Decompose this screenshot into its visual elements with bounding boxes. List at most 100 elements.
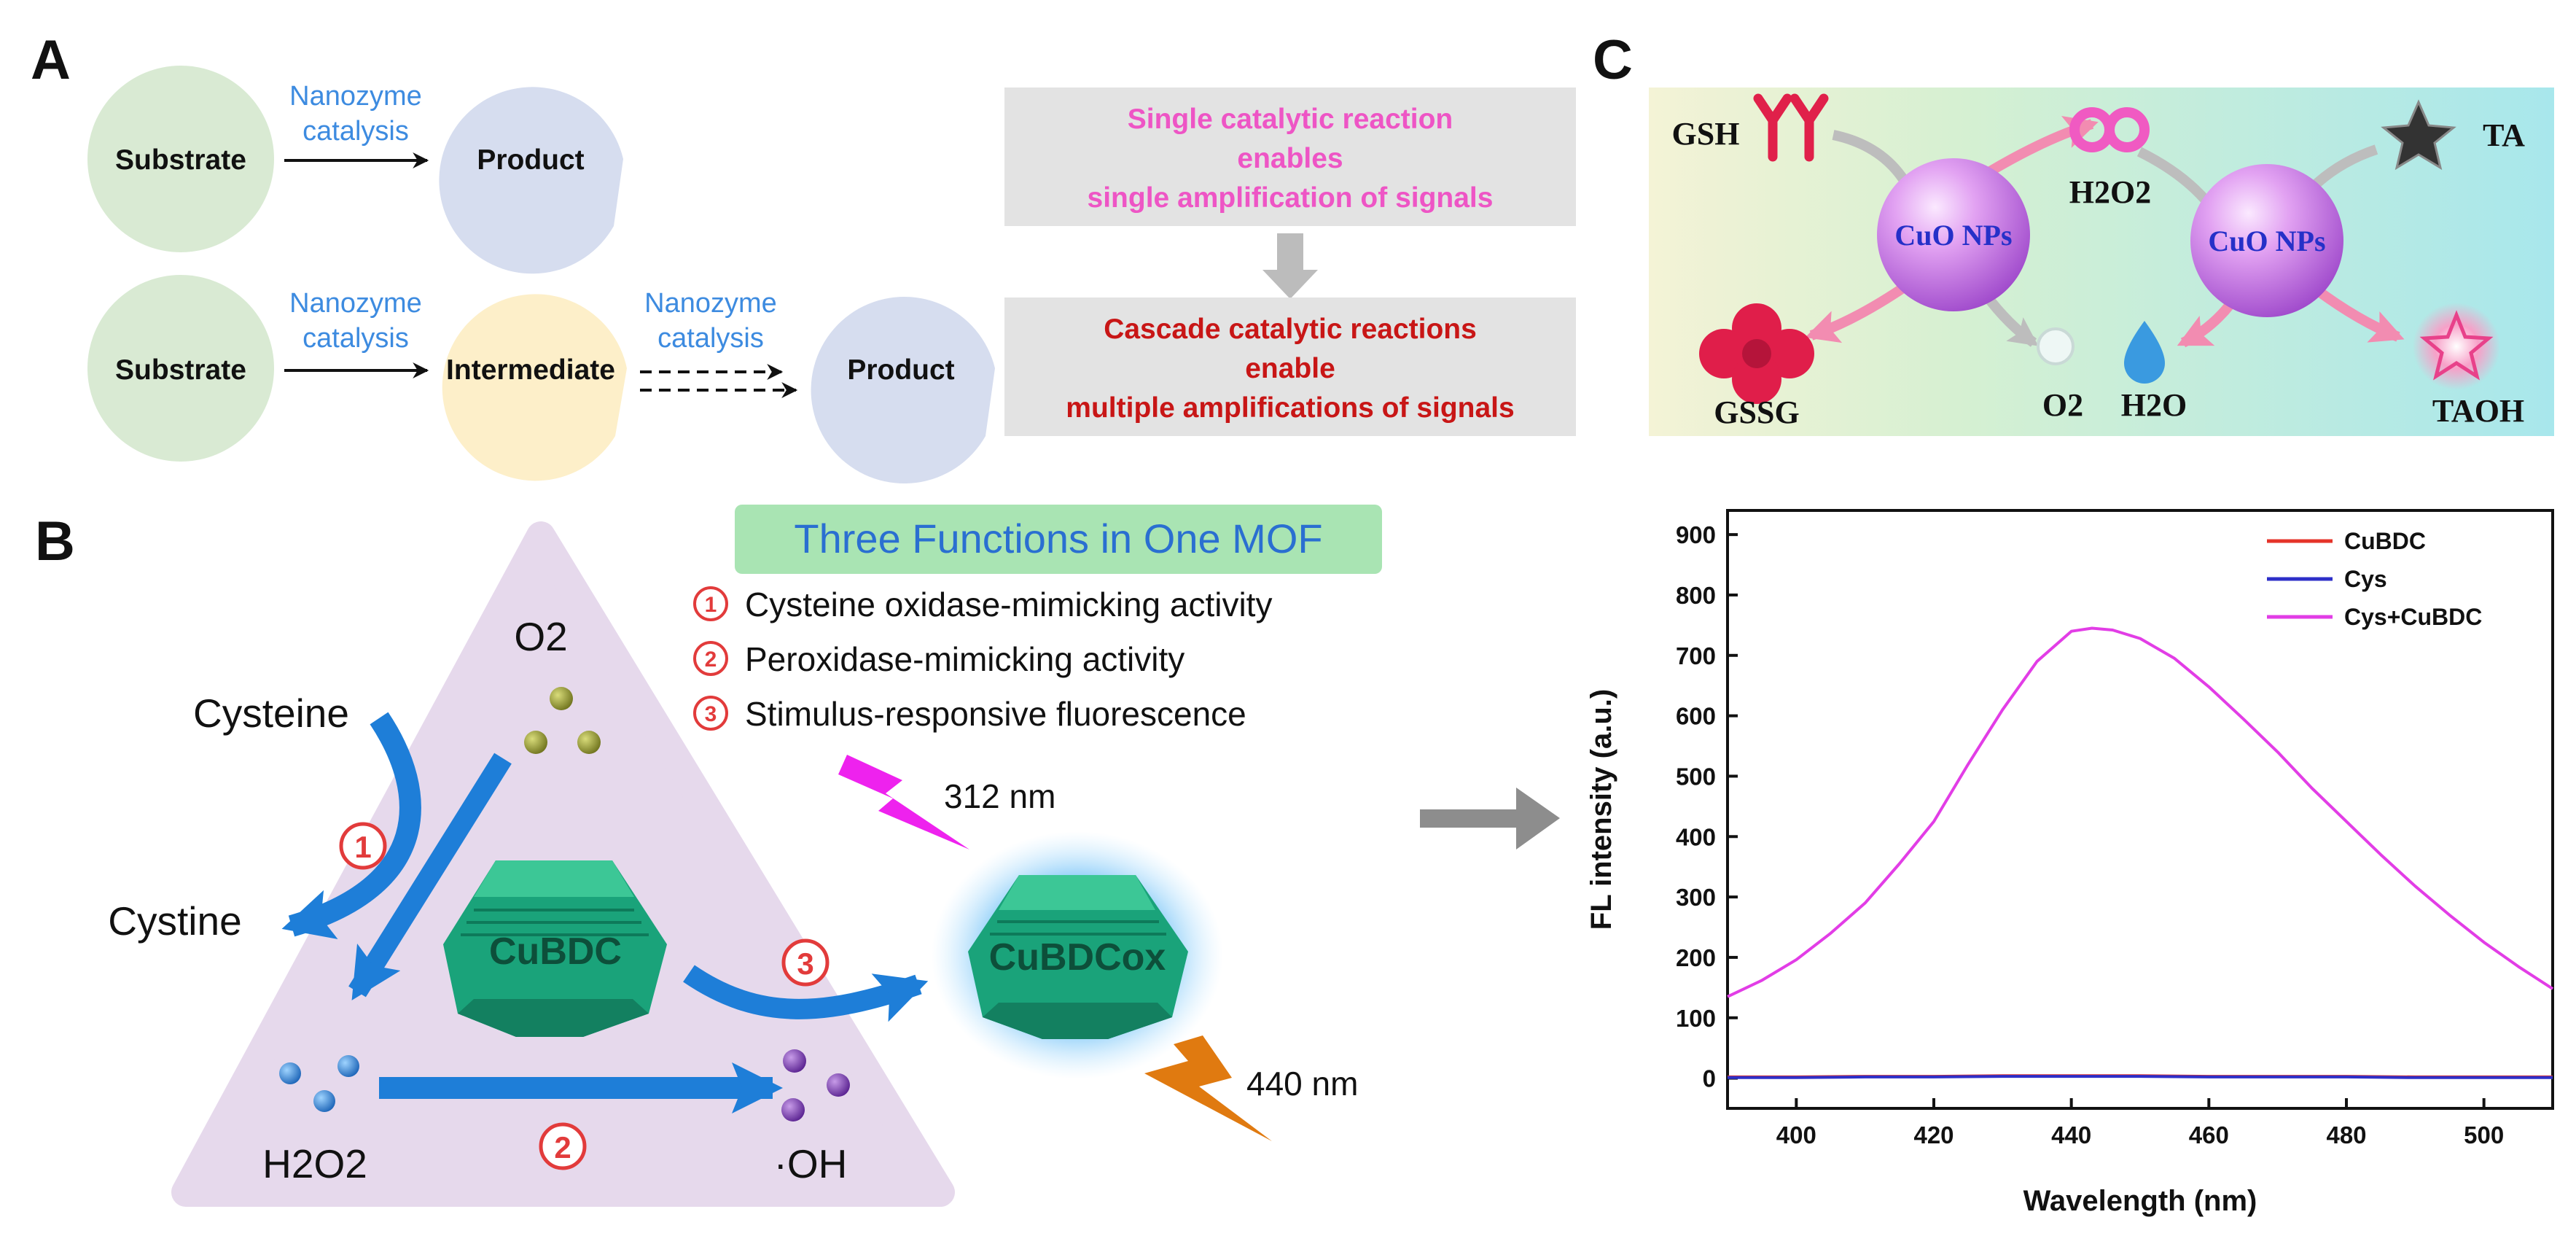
- function-item-3: 3 Stimulus-responsive fluorescence: [693, 695, 1246, 733]
- function-text: Peroxidase-mimicking activity: [745, 640, 1184, 678]
- mof-title: Three Functions in One MOF: [794, 516, 1322, 561]
- y-tick-label: 900: [1676, 521, 1716, 548]
- o2-to-h2o2-arrow: [348, 753, 512, 1000]
- cubdcox-label: CuBDCox: [989, 936, 1166, 979]
- gsh-label: GSH: [1672, 116, 1740, 152]
- h2o-drop-icon: [2124, 321, 2165, 384]
- y-tick-label: 0: [1703, 1065, 1716, 1092]
- x-tick-label: 400: [1776, 1121, 1816, 1148]
- row2-arrow1-label-line1: Nanozyme: [289, 288, 422, 319]
- h2o2-molecule: [279, 1062, 301, 1084]
- h2o-label: H2O: [2121, 387, 2187, 423]
- h2o2-icon: [2069, 107, 2150, 152]
- o2-molecule: [524, 731, 547, 754]
- row1-product-label: Product: [477, 144, 584, 176]
- x-tick-label: 500: [2464, 1121, 2504, 1148]
- mof-title-box: [735, 505, 1382, 574]
- gsh-icon: [1789, 93, 1829, 162]
- row1-substrate-circle: [87, 66, 274, 252]
- function-item-1: 1 Cysteine oxidase-mimicking activity: [693, 586, 1272, 623]
- gssg-label: GSSG: [1714, 394, 1799, 430]
- cysteine-label: Cysteine: [193, 691, 349, 736]
- cuo-np-right-label: CuO NPs: [2208, 225, 2325, 257]
- function-item-2: 2 Peroxidase-mimicking activity: [693, 640, 1184, 678]
- panel-b-letter: B: [35, 510, 75, 572]
- row2-product-pacman: [811, 297, 995, 484]
- gssg-icon: [1699, 303, 1814, 404]
- cubdc-crystal: [443, 860, 667, 1037]
- box-single-line2: enables: [1237, 143, 1343, 174]
- cuo-sphere-left: [1877, 158, 2030, 311]
- legend-label: Cys+CuBDC: [2344, 604, 2482, 630]
- y-tick-label: 600: [1676, 703, 1716, 730]
- o2-label: O2: [514, 614, 567, 659]
- cuo-sphere-right: [2190, 164, 2343, 317]
- y-axis-label: FL intensity (a.u.): [1585, 689, 1617, 930]
- row1-arrow-label-line2: catalysis: [303, 116, 409, 147]
- chart-series: [1727, 626, 2554, 1079]
- excitation-label: 312 nm: [944, 777, 1055, 815]
- function-num: 1: [705, 593, 717, 617]
- box-cascade: [1004, 298, 1576, 436]
- x-tick-label: 460: [2189, 1121, 2229, 1148]
- excitation-bolt-icon: [838, 755, 969, 850]
- row2-intermediate-label: Intermediate: [446, 354, 615, 386]
- legend-label: CuBDC: [2344, 528, 2426, 554]
- function-text: Stimulus-responsive fluorescence: [745, 695, 1246, 733]
- box-cascade-line3: multiple amplifications of signals: [1066, 392, 1514, 424]
- step2-num: 2: [554, 1130, 571, 1165]
- series-line-cys-cubdc: [1727, 626, 2554, 998]
- row2-arrow1-label-line2: catalysis: [303, 323, 409, 354]
- box-single-line1: Single catalytic reaction: [1128, 104, 1453, 135]
- legend-label: Cys: [2344, 566, 2387, 592]
- o2-bubble-icon: [2037, 327, 2075, 365]
- row1-product-pacman: [439, 87, 623, 274]
- cubdc-label: CuBDC: [489, 930, 622, 973]
- function-text: Cysteine oxidase-mimicking activity: [745, 586, 1272, 623]
- gsh-icon: [1753, 93, 1792, 162]
- gssg-output-arrow: [1805, 280, 1911, 343]
- o2-molecule: [550, 687, 573, 710]
- emission-label: 440 nm: [1246, 1065, 1358, 1103]
- step3-num: 3: [797, 946, 813, 981]
- panel-b: B Three Functions in One MOF 1 Cysteine …: [35, 505, 1560, 1207]
- cystine-label: Cystine: [108, 898, 241, 944]
- panel-c-letter: C: [1593, 29, 1633, 91]
- row1-arrow-label-line1: Nanozyme: [289, 81, 422, 112]
- o2-molecule: [577, 731, 601, 754]
- h2o2-label: H2O2: [262, 1141, 367, 1186]
- ta-star-icon: [2381, 99, 2456, 171]
- row2-substrate-label: Substrate: [115, 354, 246, 386]
- y-tick-label: 300: [1676, 884, 1716, 911]
- row2-substrate-circle: [87, 275, 274, 462]
- function-num: 2: [705, 648, 717, 672]
- y-tick-label: 200: [1676, 944, 1716, 971]
- box-down-arrow: [1262, 233, 1318, 299]
- h2o2-label: H2O2: [2069, 174, 2151, 210]
- step1-num: 1: [354, 830, 371, 864]
- y-tick-label: 700: [1676, 642, 1716, 669]
- row1-substrate-label: Substrate: [115, 144, 246, 176]
- y-tick-label: 800: [1676, 582, 1716, 609]
- oh-label: ·OH: [774, 1141, 848, 1186]
- taoh-star-icon: [2419, 310, 2494, 381]
- function-num: 3: [705, 702, 717, 726]
- box-single-line3: single amplification of signals: [1088, 182, 1494, 214]
- x-tick-label: 480: [2326, 1121, 2366, 1148]
- row2-product-label: Product: [847, 354, 954, 386]
- y-tick-label: 500: [1676, 763, 1716, 790]
- box-cascade-line2: enable: [1245, 353, 1335, 384]
- box-single: [1004, 88, 1576, 226]
- oh-radical: [827, 1073, 850, 1097]
- oh-radical: [783, 1049, 806, 1073]
- panel-c: C GSH CuO NPs GSSG H2O2 O: [1593, 29, 2554, 436]
- function-num-circle: [693, 641, 728, 676]
- taoh-output-arrow: [2311, 284, 2405, 343]
- taoh-label: TAOH: [2432, 393, 2524, 429]
- x-axis-label: Wavelength (nm): [2023, 1185, 2257, 1217]
- row2-arrow2-label-line1: Nanozyme: [644, 288, 777, 319]
